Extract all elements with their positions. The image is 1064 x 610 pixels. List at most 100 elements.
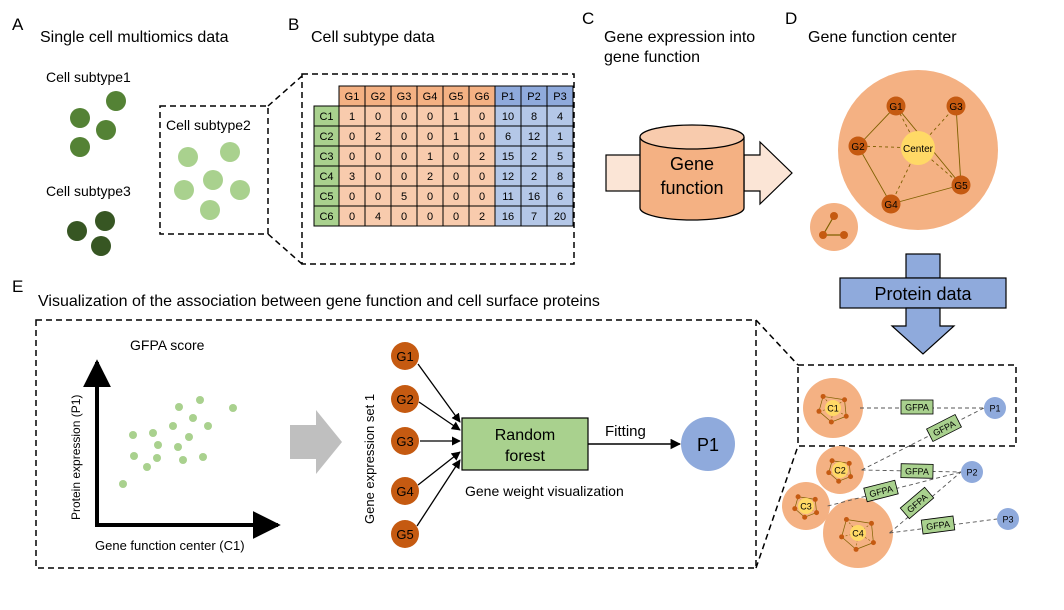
table-header-label: P3	[553, 91, 566, 103]
table-cell-value: 12	[502, 171, 514, 183]
node-g4: G4	[881, 194, 901, 214]
flow-arrow-out	[743, 140, 793, 206]
table-cell-value: 0	[401, 171, 407, 183]
table-cell-value: 2	[427, 171, 433, 183]
table-cell-value: 3	[349, 171, 355, 183]
node-g3-label: G3	[949, 102, 963, 113]
cell-network-edge	[841, 536, 857, 550]
cell-network-node	[846, 460, 852, 466]
table-cell-value: 4	[557, 111, 563, 123]
flow-arrow-in	[605, 154, 647, 192]
table-cell-value: 0	[453, 191, 459, 203]
panel-c-letter: C	[582, 9, 594, 28]
cell-network-spoke	[846, 519, 859, 534]
gfpa-tag-box	[899, 486, 935, 520]
gfpa-tag: GFPA	[900, 463, 934, 479]
cell-network-edge	[871, 523, 874, 543]
table-cell-value: 0	[375, 191, 381, 203]
cell-network-node	[792, 506, 798, 512]
gene-g2: G2	[391, 385, 419, 413]
table-cell-value: 10	[502, 111, 514, 123]
table-cell-value: 0	[453, 151, 459, 163]
table-cell-value: 0	[427, 131, 433, 143]
protein-arrow-top	[905, 253, 941, 279]
panel-a: A Single cell multiomics data Cell subty…	[12, 15, 303, 265]
panel-d-letter: D	[785, 9, 797, 28]
cylinder-label-line1: Gene	[670, 154, 714, 174]
table-cell-value: 1	[557, 131, 563, 143]
table-header-label: G4	[423, 91, 438, 103]
cell-network-edge	[823, 396, 845, 401]
gene-g1: G1	[391, 342, 419, 370]
table-cell-value: 0	[349, 131, 355, 143]
cell-network-node	[828, 419, 834, 425]
cell-network-edge	[831, 415, 847, 423]
protein-arrow-down	[890, 307, 956, 355]
panel-c-title-line1: Gene expression into	[604, 29, 755, 46]
gene-g5-label: G5	[396, 527, 413, 542]
gfpa-link	[861, 407, 985, 471]
node-g2-label: G2	[851, 142, 865, 153]
fitting-label: Fitting	[605, 423, 646, 440]
table-cell-value: 2	[375, 131, 381, 143]
zoom-line-e-top	[755, 319, 799, 366]
table-cell-value: 2	[531, 171, 537, 183]
small-network-circle	[810, 203, 858, 251]
table-cell-value: 0	[479, 131, 485, 143]
table-header-label: G6	[475, 91, 490, 103]
cell-network-edge	[818, 411, 832, 423]
panel-b-title: Cell subtype data	[311, 29, 435, 46]
center-node	[901, 131, 935, 165]
zoom-line-bottom	[267, 233, 303, 265]
p1-label: P1	[697, 435, 719, 455]
table-cell-value: 0	[375, 111, 381, 123]
node-g5: G5	[951, 175, 971, 195]
table-cell-value: 2	[531, 151, 537, 163]
panel-a-letter: A	[12, 15, 24, 34]
protein-label: P2	[966, 468, 977, 478]
protein-circle-2	[961, 461, 983, 483]
x-axis-label: Gene function center (C1)	[95, 538, 245, 553]
table-cell-value: 7	[531, 211, 537, 223]
node-g1: G1	[886, 96, 906, 116]
p1-circle	[681, 417, 735, 471]
table-cell-value: 0	[375, 171, 381, 183]
cell-network-node	[829, 458, 835, 464]
panel-d-title: Gene function center	[808, 29, 957, 46]
cell-subtype3-label: Cell subtype3	[46, 183, 131, 199]
cell-subtype1-cells	[70, 91, 126, 157]
table-header-label: G2	[371, 91, 386, 103]
gfpa-tag-label: GFPA	[905, 466, 929, 476]
cell-subtype3-cells	[67, 211, 115, 256]
panel-d: D Gene function center Center G1 G2	[785, 9, 998, 251]
cell-network-node	[795, 494, 801, 500]
cell-network-node	[853, 546, 859, 552]
cell-network-node	[812, 496, 818, 502]
node-g4-label: G4	[884, 200, 898, 211]
panel-e-box	[35, 319, 757, 569]
center-node-label: Center	[903, 144, 934, 155]
table-header-label: P1	[501, 91, 514, 103]
gfpa-link	[827, 471, 962, 507]
table-header-label: G5	[449, 91, 464, 103]
table-cell	[546, 205, 574, 227]
cell-center-node	[825, 400, 841, 416]
table-cell-value: 16	[528, 191, 540, 203]
cell-network-node	[843, 413, 849, 419]
table-cell-value: 0	[427, 111, 433, 123]
table-header-label: G3	[397, 91, 412, 103]
cell-subtype2-box	[159, 105, 269, 235]
table-cell-value: 0	[349, 151, 355, 163]
table-cell-value: 1	[453, 111, 459, 123]
gfpa-tag: GFPA	[920, 515, 956, 535]
table-cell-value: 0	[349, 191, 355, 203]
random-forest-line1: Random	[495, 427, 555, 444]
table-cell-value: 0	[401, 111, 407, 123]
table-cell-value: 5	[557, 151, 563, 163]
protein-data-box	[839, 277, 1007, 309]
protein-data-flow: Protein data	[839, 253, 1007, 355]
random-forest-box	[461, 417, 589, 471]
table-cell-value: 0	[349, 211, 355, 223]
table-cell-value: 0	[401, 131, 407, 143]
